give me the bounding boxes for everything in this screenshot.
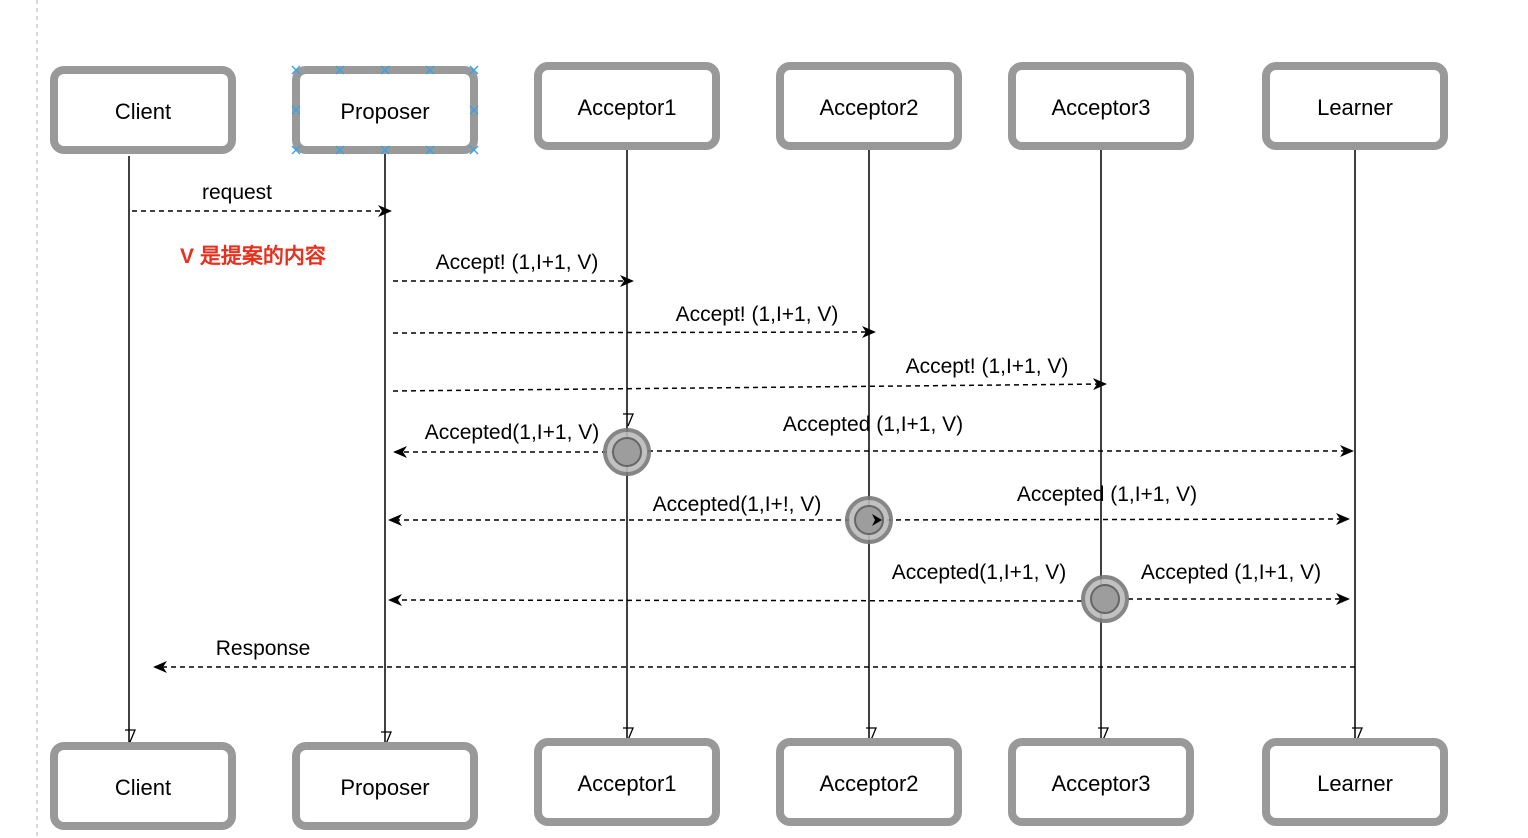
participant-label: Acceptor3 [1051,771,1150,796]
message-accept-acceptor3[interactable]: Accept! (1,I+1, V) [392,355,1107,392]
message-label: Accepted(1,I+1, V) [892,561,1067,584]
message-accepted-a3-proposer[interactable]: Accepted(1,I+1, V) [388,561,1083,607]
participant-client-bottom[interactable]: Client [50,742,236,830]
participant-label: Client [115,775,171,800]
lifeline-end-acceptor1 [623,727,634,741]
message-accept-acceptor1[interactable]: Accept! (1,I+1, V) [393,251,634,287]
message-accepted-a2-proposer[interactable]: Accepted(1,I+!, V) [388,493,850,526]
participant-label: Acceptor3 [1051,95,1150,120]
participant-proposer-top[interactable]: Proposer [291,65,479,155]
message-label: Accepted(1,I+1, V) [425,421,600,444]
participant-label: Proposer [340,775,429,800]
participant-learner-top[interactable]: Learner [1262,62,1448,150]
participant-acceptor3-top[interactable]: Acceptor3 [1008,62,1194,150]
participant-acceptor2-bottom[interactable]: Acceptor2 [776,738,962,826]
lifelines [125,146,1363,745]
message-accepted-a2-learner[interactable]: Accepted (1,I+1, V) [868,483,1350,526]
lifeline-end-client [125,729,136,743]
participant-client-top[interactable]: Client [50,66,236,154]
activation-end-acceptor1 [623,413,634,427]
participant-acceptor2-top[interactable]: Acceptor2 [776,62,962,150]
participant-acceptor1-top[interactable]: Acceptor1 [534,62,720,150]
node-acceptor2[interactable] [845,496,893,544]
message-label: Accept! (1,I+1, V) [676,303,839,326]
decision-nodes [603,428,1129,623]
participant-acceptor3-bottom[interactable]: Acceptor3 [1008,738,1194,826]
participant-label: Acceptor2 [819,95,918,120]
message-label: Accepted (1,I+1, V) [783,413,963,436]
message-accept-acceptor2[interactable]: Accept! (1,I+1, V) [392,303,876,339]
lifeline-end-acceptor3 [1098,727,1109,741]
message-request[interactable]: request [132,181,392,217]
message-label: Accepted (1,I+1, V) [1141,561,1321,584]
participant-learner-bottom[interactable]: Learner [1262,738,1448,826]
lifeline-end-learner [1352,727,1363,741]
node-acceptor1[interactable] [603,428,651,476]
lifeline-end-acceptor2 [866,727,877,741]
participant-proposer-bottom[interactable]: Proposer [292,742,478,830]
message-label: Accepted (1,I+1, V) [1017,483,1197,506]
participant-label: Client [115,99,171,124]
message-accepted-a1-learner[interactable]: Accepted (1,I+1, V) [648,413,1354,457]
message-label: Accept! (1,I+1, V) [906,355,1069,378]
participant-acceptor1-bottom[interactable]: Acceptor1 [534,738,720,826]
participant-label: Acceptor2 [819,771,918,796]
proposal-note: V 是提案的内容 [180,244,326,268]
message-label: Accept! (1,I+1, V) [436,251,599,274]
participant-label: Learner [1317,771,1393,796]
messages: request Accept! (1,I+1, V) Accept! (1,I+… [132,181,1355,673]
participant-label: Learner [1317,95,1393,120]
message-label: request [202,181,272,204]
participants-top: Client Proposer Acceptor1 [50,62,1448,155]
message-label: Response [216,637,311,660]
message-response[interactable]: Response [153,637,1355,673]
participant-label: Acceptor1 [577,95,676,120]
message-accepted-a1-proposer[interactable]: Accepted(1,I+1, V) [393,421,616,458]
participant-label: Proposer [340,99,429,124]
message-label: Accepted(1,I+!, V) [653,493,822,516]
selection-handles[interactable] [291,65,479,155]
lifeline-end-proposer [381,731,392,745]
message-accepted-a3-learner[interactable]: Accepted (1,I+1, V) [1128,561,1350,605]
participants-bottom: Client Proposer Acceptor1 Acceptor2 Acce… [50,738,1448,830]
node-acceptor3[interactable] [1081,575,1129,623]
participant-label: Acceptor1 [577,771,676,796]
